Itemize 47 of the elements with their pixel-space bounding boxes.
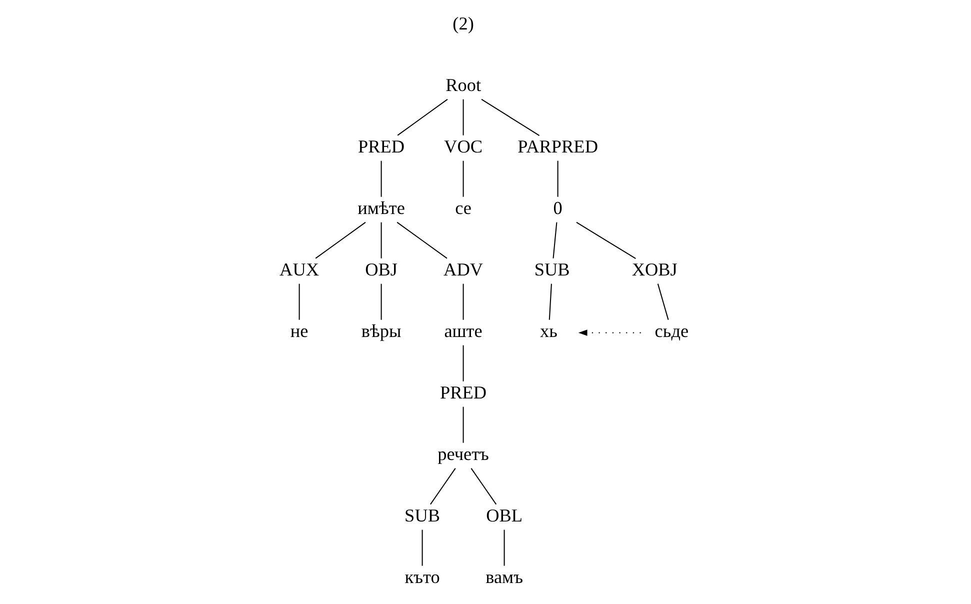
arrow <box>578 330 641 336</box>
connector <box>380 160 382 197</box>
connector <box>657 284 669 320</box>
node-text: PARPRED <box>518 136 598 157</box>
label: (2) <box>452 14 474 34</box>
node-text: XOBJ <box>632 260 678 280</box>
node-text: OBL <box>486 506 523 526</box>
connector <box>430 468 456 505</box>
connector <box>504 530 505 566</box>
node-text: OBJ <box>365 260 398 280</box>
node-text: хь <box>540 321 558 342</box>
node-text: 0 <box>553 198 562 218</box>
node-text: не <box>290 321 308 342</box>
node-text: вѣры <box>361 321 402 342</box>
connector <box>397 98 448 136</box>
node-text: къто <box>404 567 440 588</box>
node-text: VOC <box>444 136 483 157</box>
node-text: аште <box>444 321 482 342</box>
node-text: AUX <box>280 260 320 280</box>
node-text: речетъ <box>438 444 489 464</box>
connector <box>396 222 448 259</box>
connector <box>462 99 464 136</box>
connector <box>422 530 423 566</box>
connector <box>462 406 464 443</box>
node-text: Root <box>446 75 482 96</box>
node-text: SUB <box>534 260 570 280</box>
node-text: SUB <box>404 506 440 526</box>
connector <box>470 468 497 505</box>
connector <box>548 284 552 320</box>
connector <box>462 160 464 197</box>
node-text: вамъ <box>486 567 523 588</box>
connector <box>552 222 558 258</box>
node-text: имѣте <box>358 198 405 218</box>
connector <box>462 345 464 382</box>
connector <box>576 222 636 259</box>
connector <box>557 160 558 197</box>
node-text: ADV <box>444 260 484 280</box>
node-text: PRED <box>358 136 405 157</box>
connector <box>481 98 540 136</box>
connector <box>298 284 300 320</box>
node-text: PRED <box>440 382 487 403</box>
connector <box>315 222 366 259</box>
connector <box>462 284 464 320</box>
connector <box>380 222 382 258</box>
connector <box>380 284 382 320</box>
node-text: сьде <box>654 321 689 342</box>
node-text: се <box>455 198 472 218</box>
